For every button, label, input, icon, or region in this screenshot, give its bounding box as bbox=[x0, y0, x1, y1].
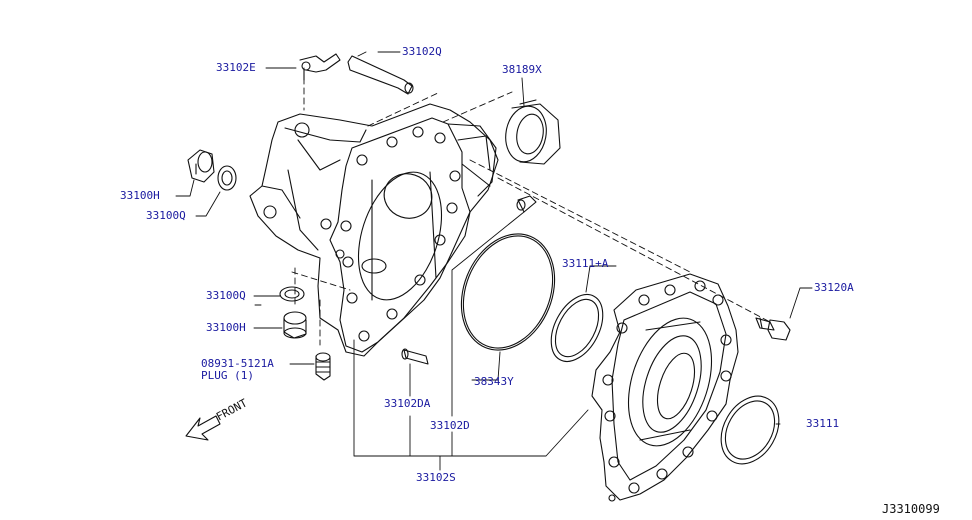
label-33111a: 33111+A bbox=[562, 257, 609, 270]
plug-08931-5121a bbox=[315, 352, 331, 381]
front-arrow-icon bbox=[185, 415, 221, 441]
dowel-pin-33102d bbox=[516, 195, 537, 213]
label-08931-5121a: 08931-5121A bbox=[201, 357, 274, 370]
washer-33100q-top bbox=[217, 165, 237, 191]
label-33102d: 33102D bbox=[430, 419, 470, 432]
rear-extension-housing bbox=[591, 273, 739, 502]
snap-ring-33111a bbox=[550, 294, 604, 362]
label-33111: 33111 bbox=[806, 417, 840, 430]
label-38189x: 38189X bbox=[502, 63, 542, 76]
leader-lines bbox=[175, 51, 813, 471]
diagram-reference-code: J3310099 bbox=[882, 502, 940, 516]
label-plug-qty: PLUG (1) bbox=[201, 369, 254, 382]
breather-hose-33102q bbox=[347, 55, 414, 95]
snap-ring-33111 bbox=[720, 395, 780, 465]
plug-33100h-top bbox=[187, 149, 215, 183]
dowel-pin-33102da bbox=[401, 348, 429, 365]
label-33102da: 33102DA bbox=[384, 397, 431, 410]
transfer-case-housing bbox=[249, 103, 499, 357]
label-33120a: 33120A bbox=[814, 281, 854, 294]
label-33100q-bottom: 33100Q bbox=[206, 289, 246, 302]
washer-33100q-bottom bbox=[279, 286, 305, 302]
oil-seal-38189x bbox=[505, 99, 561, 165]
label-33100q-top: 33100Q bbox=[146, 209, 186, 222]
label-33100h-top: 33100H bbox=[120, 189, 160, 202]
o-ring-38343y bbox=[460, 233, 556, 351]
bolt-33120a bbox=[755, 317, 791, 341]
label-33102s: 33102S bbox=[416, 471, 456, 484]
assembly-guide-lines bbox=[254, 67, 771, 346]
plug-33100h-bottom bbox=[283, 311, 307, 339]
label-33100h-bottom: 33100H bbox=[206, 321, 246, 334]
label-33102e: 33102E bbox=[216, 61, 256, 74]
label-38343y: 38343Y bbox=[474, 375, 514, 388]
breather-connector-33102e bbox=[299, 53, 341, 81]
label-33102q: 33102Q bbox=[402, 45, 442, 58]
